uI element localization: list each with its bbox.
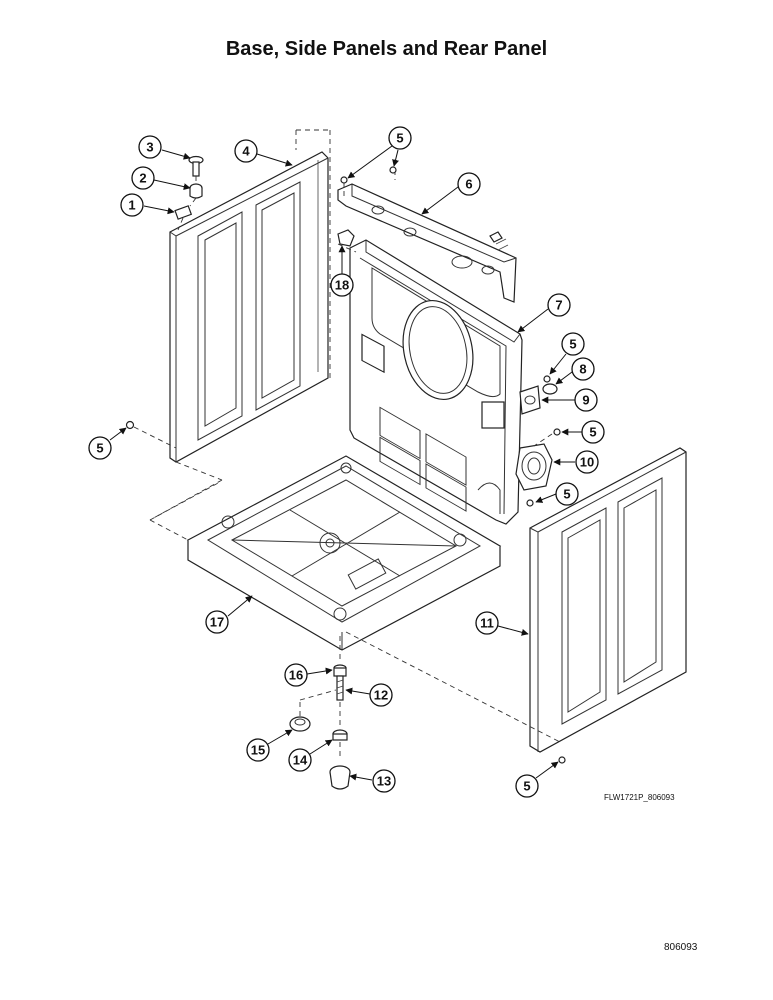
- svg-text:5: 5: [396, 131, 403, 146]
- callout-5-right-upper: 5: [549, 332, 585, 375]
- callout-5-left: 5: [88, 427, 127, 460]
- right-side-panel: [529, 447, 687, 764]
- callout-17: 17: [205, 595, 253, 634]
- callout-12: 12: [345, 683, 393, 707]
- callout-5-right-lower: 5: [535, 482, 579, 506]
- svg-text:18: 18: [335, 278, 349, 293]
- svg-text:10: 10: [580, 455, 594, 470]
- callout-2: 2: [131, 166, 191, 191]
- svg-text:5: 5: [569, 337, 576, 352]
- callout-3: 3: [138, 135, 191, 160]
- svg-text:11: 11: [480, 616, 494, 631]
- page-title: Base, Side Panels and Rear Panel: [225, 38, 548, 60]
- drawing-code: FLW1721P_806093: [604, 793, 675, 802]
- svg-text:13: 13: [377, 774, 391, 789]
- svg-text:7: 7: [555, 298, 562, 313]
- svg-text:5: 5: [96, 441, 103, 456]
- svg-text:5: 5: [589, 425, 596, 440]
- svg-text:17: 17: [210, 615, 224, 630]
- svg-text:15: 15: [251, 743, 265, 758]
- base-frame: [149, 455, 561, 743]
- svg-text:5: 5: [523, 779, 530, 794]
- svg-text:1: 1: [128, 198, 135, 213]
- callout-8: 8: [555, 357, 595, 385]
- callout-5-right-middle: 5: [561, 420, 605, 444]
- svg-text:5: 5: [563, 487, 570, 502]
- callout-14: 14: [288, 739, 333, 772]
- callout-9: 9: [541, 388, 598, 412]
- page-number: 806093: [664, 942, 698, 953]
- svg-text:6: 6: [465, 177, 472, 192]
- clip-18: [337, 229, 355, 247]
- leveling-leg-assembly: [289, 636, 351, 790]
- svg-text:4: 4: [242, 144, 250, 159]
- screw-left-panel: [125, 420, 223, 521]
- callout-18: 18: [330, 245, 354, 297]
- callout-5-bottom: 5: [515, 761, 559, 798]
- callout-10: 10: [553, 450, 599, 474]
- callout-5-top: 5: [347, 126, 412, 179]
- callout-15: 15: [246, 729, 293, 762]
- svg-text:12: 12: [374, 688, 388, 703]
- svg-text:16: 16: [289, 668, 303, 683]
- svg-text:3: 3: [146, 140, 153, 155]
- svg-text:8: 8: [579, 362, 586, 377]
- rear-panel-side-parts: [515, 375, 561, 507]
- top-bracket: [337, 166, 517, 303]
- callout-7: 7: [517, 293, 571, 333]
- svg-text:9: 9: [582, 393, 589, 408]
- rear-panel: [337, 239, 523, 525]
- callout-4: 4: [234, 139, 293, 167]
- panel-fastener-set: [174, 155, 204, 231]
- callout-16: 16: [284, 663, 333, 687]
- callout-13: 13: [349, 769, 396, 793]
- svg-text:14: 14: [293, 753, 308, 768]
- callout-1: 1: [120, 193, 175, 217]
- svg-text:2: 2: [139, 171, 146, 186]
- left-side-panel: [169, 129, 331, 463]
- callout-6: 6: [421, 172, 481, 215]
- callout-11: 11: [475, 611, 529, 636]
